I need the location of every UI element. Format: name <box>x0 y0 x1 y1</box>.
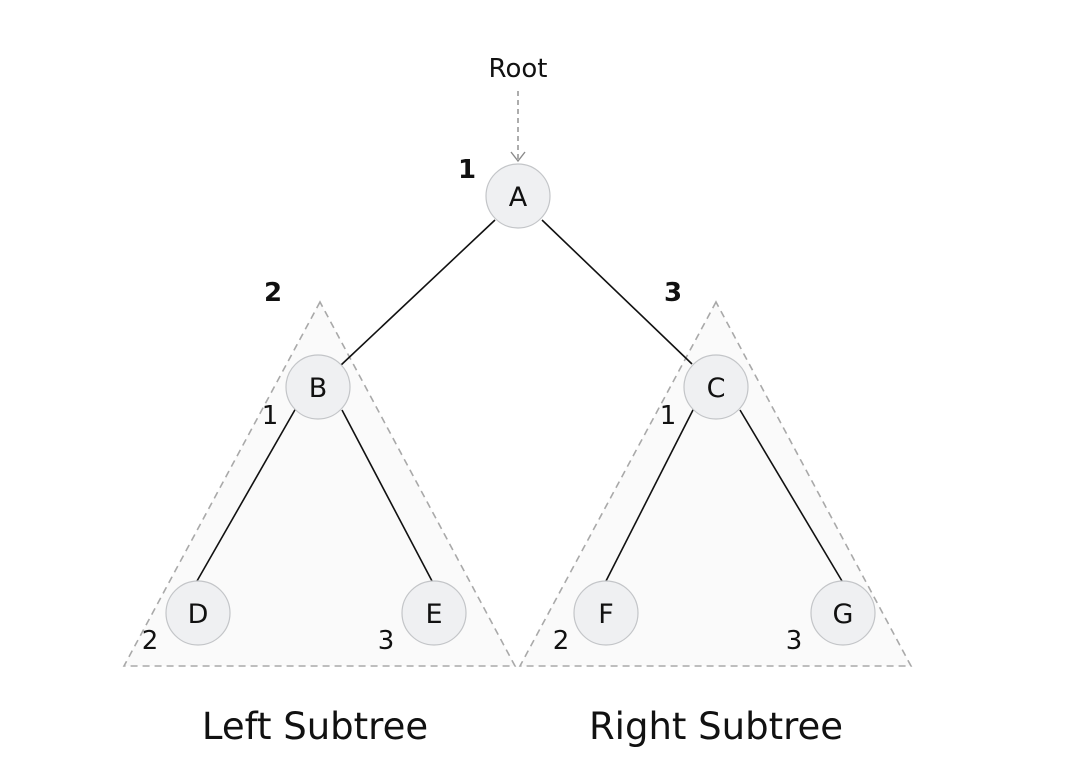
order-label-left-subtree: 2 <box>264 278 282 308</box>
order-label-right-subtree: 3 <box>664 278 682 308</box>
node-label-e: E <box>425 599 442 630</box>
left-subtree-caption: Left Subtree <box>202 705 428 748</box>
right-subtree-region <box>518 300 913 667</box>
tree-node-g: G <box>810 580 876 646</box>
node-label-a: A <box>509 182 528 213</box>
right-subtree-caption: Right Subtree <box>589 705 843 748</box>
tree-node-e: E <box>401 580 467 646</box>
edge-b-e <box>341 409 433 582</box>
node-label-c: C <box>707 373 726 404</box>
root-pointer-arrowhead <box>510 151 526 163</box>
order-label-e: 3 <box>378 626 395 656</box>
order-label-c: 1 <box>660 401 677 431</box>
node-label-d: D <box>188 599 209 630</box>
node-label-f: F <box>598 599 614 630</box>
order-label-root: 1 <box>458 155 476 185</box>
node-label-g: G <box>833 599 854 630</box>
edge-c-g <box>739 409 843 582</box>
edge-a-c <box>541 219 693 365</box>
edge-a-b <box>339 219 496 367</box>
tree-node-f: F <box>573 580 639 646</box>
tree-node-b: B <box>285 354 351 420</box>
tree-node-c: C <box>683 354 749 420</box>
edge-b-d <box>196 407 297 582</box>
order-label-d: 2 <box>142 626 159 656</box>
edge-c-f <box>605 407 695 582</box>
root-caption: Root <box>489 54 548 84</box>
tree-node-d: D <box>165 580 231 646</box>
node-label-b: B <box>309 373 328 404</box>
order-label-g: 3 <box>786 626 803 656</box>
order-label-f: 2 <box>553 626 570 656</box>
order-label-b: 1 <box>262 401 279 431</box>
tree-node-a: A <box>485 163 551 229</box>
left-subtree-region <box>122 300 517 667</box>
